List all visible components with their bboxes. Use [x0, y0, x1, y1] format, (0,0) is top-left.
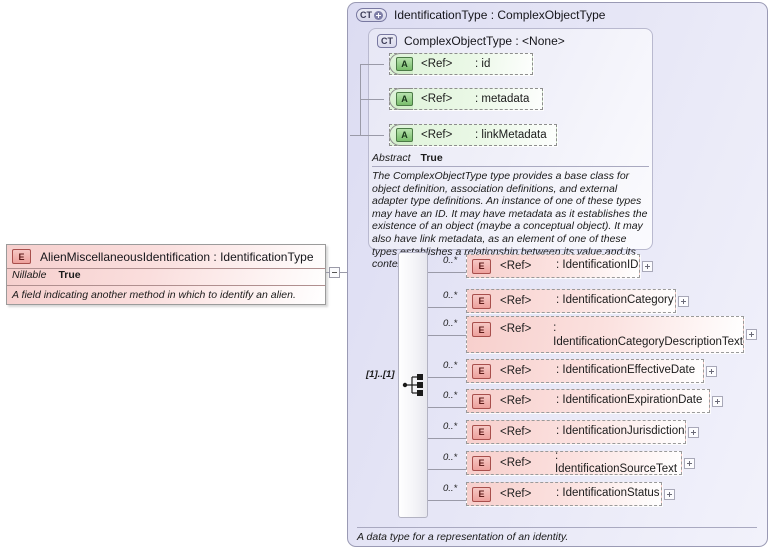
element-badge-icon: E [472, 455, 491, 471]
element-ref: <Ref> [500, 426, 532, 438]
nillable-value: True [58, 269, 81, 281]
element-badge-icon: E [472, 363, 491, 379]
element-connector-line [428, 307, 468, 308]
occurrence-indicator: 0..* [443, 421, 458, 432]
base-type-documentation: The ComplexObjectType type provides a ba… [372, 170, 648, 271]
element-badge-icon: E [472, 486, 491, 502]
element-name: : IdentificationEffectiveDate [556, 364, 696, 377]
expand-element-icon[interactable] [642, 261, 653, 272]
compositor-cardinality: [1]..[1] [366, 369, 395, 380]
element-row[interactable]: E <Ref> : IdentificationJurisdiction [466, 420, 686, 444]
element-ref: <Ref> [500, 457, 532, 469]
attribute-ref: <Ref> [421, 58, 453, 70]
element-badge-icon: E [472, 293, 491, 309]
element-connector-line [428, 469, 468, 470]
abstract-block: Abstract True The ComplexObjectType type… [372, 152, 649, 271]
attribute-ref: <Ref> [421, 93, 453, 105]
element-row[interactable]: E <Ref> : IdentificationID [466, 254, 640, 278]
attribute-row[interactable]: A <Ref> : metadata [389, 88, 543, 110]
source-element-property: Nillable True [7, 268, 325, 286]
element-row[interactable]: E <Ref> : IdentificationEffectiveDate [466, 359, 704, 383]
attribute-name: : metadata [475, 93, 530, 105]
occurrence-indicator: 0..* [443, 390, 458, 401]
element-row[interactable]: E <Ref> : IdentificationSourceText [466, 449, 682, 476]
expand-element-icon[interactable] [664, 489, 675, 500]
expand-element-icon[interactable] [712, 396, 723, 407]
attribute-connector-tree [350, 58, 390, 143]
element-connector-line [428, 438, 468, 439]
expand-element-icon[interactable] [678, 296, 689, 307]
element-ref: <Ref> [500, 260, 532, 272]
expand-element-icon[interactable] [746, 329, 757, 340]
element-connector-line [428, 272, 468, 273]
element-badge-icon: E [12, 249, 31, 264]
element-row[interactable]: E <Ref> : IdentificationExpirationDate [466, 389, 710, 413]
element-badge-icon: E [472, 322, 491, 337]
tree-branch-line [360, 135, 384, 136]
complex-type-title-row: CT IdentificationType : ComplexObjectTyp… [356, 8, 605, 22]
ct-badge-text: CT [360, 10, 372, 20]
collapse-toggle-icon[interactable] [329, 267, 340, 278]
expand-element-icon[interactable] [706, 366, 717, 377]
source-element-title: AlienMiscellaneousIdentification : Ident… [40, 249, 314, 264]
element-ref: <Ref> [500, 295, 532, 307]
element-name: : IdentificationSourceText [554, 449, 678, 476]
element-connector-line [428, 500, 468, 501]
source-element-documentation: A field indicating another method in whi… [12, 289, 296, 301]
element-row[interactable]: E <Ref> : IdentificationCategory [466, 289, 676, 313]
attribute-row[interactable]: A <Ref> : id [389, 53, 533, 75]
occurrence-indicator: 0..* [443, 255, 458, 266]
complex-type-title: IdentificationType : ComplexObjectType [394, 8, 606, 22]
attribute-badge-icon: A [396, 92, 413, 106]
attribute-row[interactable]: A <Ref> : linkMetadata [389, 124, 557, 146]
expand-element-icon[interactable] [688, 427, 699, 438]
ct-badge-icon: CT [377, 34, 397, 48]
attribute-name: : linkMetadata [475, 129, 547, 141]
element-name: : IdentificationID [556, 259, 639, 272]
occurrence-indicator: 0..* [443, 318, 458, 329]
tree-stub-line [350, 135, 361, 136]
source-element-header: E AlienMiscellaneousIdentification : Ide… [7, 245, 325, 268]
element-badge-icon: E [472, 393, 491, 409]
element-badge-icon: E [472, 258, 491, 274]
expand-element-icon[interactable] [684, 458, 695, 469]
element-ref: <Ref> [500, 365, 532, 377]
occurrence-indicator: 0..* [443, 483, 458, 494]
element-row[interactable]: E <Ref> : IdentificationCategoryDescript… [466, 316, 744, 353]
element-name: : IdentificationStatus [556, 487, 660, 500]
element-name: : IdentificationCategoryDescriptionText [553, 322, 743, 348]
complex-type-documentation: A data type for a representation of an i… [357, 527, 757, 543]
tree-branch-line [360, 99, 384, 100]
expand-plus-icon [374, 10, 383, 20]
element-ref: <Ref> [500, 488, 532, 500]
abstract-row: Abstract True [372, 152, 649, 167]
occurrence-indicator: 0..* [443, 290, 458, 301]
occurrence-indicator: 0..* [443, 360, 458, 371]
attribute-badge-icon: A [396, 57, 413, 71]
element-badge-icon: E [472, 424, 491, 440]
nillable-label: Nillable [12, 269, 47, 281]
element-connector-line [428, 335, 468, 336]
tree-branch-line [360, 64, 384, 65]
attribute-badge-icon: A [396, 128, 413, 142]
connector-line-left [326, 272, 330, 273]
element-ref: <Ref> [500, 395, 532, 407]
element-connector-line [428, 377, 468, 378]
element-ref: <Ref> [500, 323, 532, 335]
element-connector-line [428, 407, 468, 408]
base-type-title-row: CT ComplexObjectType : <None> [377, 34, 565, 48]
abstract-label: Abstract [372, 152, 411, 164]
element-row[interactable]: E <Ref> : IdentificationStatus [466, 482, 662, 506]
element-name: : IdentificationJurisdiction [556, 425, 685, 438]
ct-plus-icon[interactable]: CT [356, 8, 387, 22]
element-name: : IdentificationCategory [556, 294, 674, 307]
attribute-name: : id [475, 58, 491, 70]
all-compositor-icon [402, 374, 423, 396]
source-element-box[interactable]: E AlienMiscellaneousIdentification : Ide… [6, 244, 326, 305]
occurrence-indicator: 0..* [443, 452, 458, 463]
attribute-ref: <Ref> [421, 129, 453, 141]
element-name: : IdentificationExpirationDate [556, 394, 703, 407]
abstract-value: True [420, 152, 443, 164]
base-type-title: ComplexObjectType : <None> [404, 34, 565, 48]
